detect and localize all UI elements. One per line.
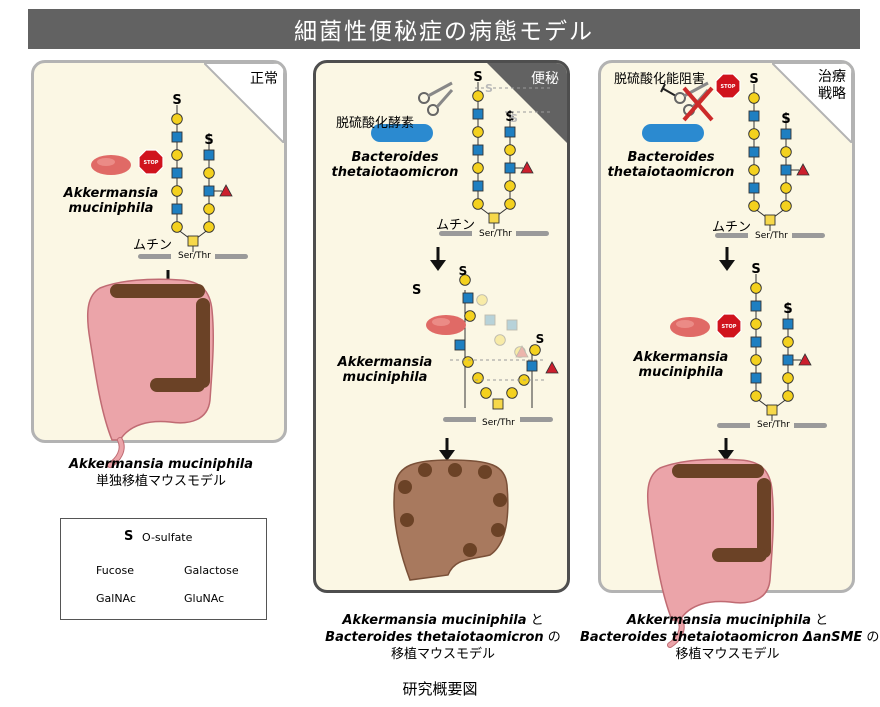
species-line2: thetaiotaomicron xyxy=(331,165,459,180)
akkermansia-label-constipation: Akkermansia muciniphila xyxy=(330,355,440,385)
corner-tab-constipation xyxy=(487,63,567,143)
ser-thr-label-treatment-2: Ser/Thr xyxy=(757,420,790,430)
caption-treatment: Akkermansia muciniphila と Bacteroides th… xyxy=(580,612,879,663)
species-line2: muciniphila xyxy=(638,365,724,380)
down-arrow-5 xyxy=(718,438,734,461)
enzyme-label: 脱硫酸化酵素 xyxy=(336,116,415,131)
corner-label-constipation: 便秘 xyxy=(531,71,559,87)
stop-text-treatment: STOP xyxy=(722,324,737,330)
down-arrow-4 xyxy=(719,247,735,271)
akkermansia-cell-normal xyxy=(91,155,131,175)
akkermansia-cell-constipation xyxy=(426,315,466,335)
legend-sulfate-symbol: S xyxy=(124,529,134,544)
mucin-treatment-bottom xyxy=(717,262,827,430)
corner-label-line1: 治療 xyxy=(818,69,846,85)
svg-text:S: S xyxy=(459,264,468,278)
caption-particle-1: と xyxy=(810,613,829,628)
bacteroides-cell-constipation xyxy=(371,124,433,142)
caption-particle-2: の xyxy=(543,630,561,645)
colon-normal xyxy=(88,279,214,465)
caption-particle-1: と xyxy=(526,613,544,628)
legend-box: S O-sulfate Fucose Galactose GalNAc GluN… xyxy=(60,518,267,620)
caption-species-1: Akkermansia muciniphila xyxy=(342,613,527,628)
caption-constipation: Akkermansia muciniphila と Bacteroides th… xyxy=(303,612,583,663)
ser-thr-label-constipation: Ser/Thr xyxy=(479,229,512,239)
colon-treatment xyxy=(648,459,774,645)
stop-sign-treatment: STOP xyxy=(716,313,742,339)
stop-sign-normal: STOP xyxy=(138,149,164,175)
svg-text:S: S xyxy=(536,332,545,346)
bacteroides-cell-treatment xyxy=(642,124,704,142)
inhibitor-label: 脱硫酸化能阻害 xyxy=(614,72,706,87)
free-sulfate-label: S xyxy=(412,283,422,298)
ser-thr-label-treatment: Ser/Thr xyxy=(755,231,788,241)
species-line2: muciniphila xyxy=(68,201,154,216)
species-line2: muciniphila xyxy=(342,370,428,385)
akkermansia-cell-treatment xyxy=(670,317,710,337)
mucin-label-constipation: ムチン xyxy=(436,218,476,233)
corner-label-normal: 正常 xyxy=(250,71,278,87)
figure-footer: 研究概要図 xyxy=(402,680,478,698)
legend-fucose-label: Fucose xyxy=(96,564,134,577)
caption-normal: Akkermansia muciniphila 単独移植マウスモデル xyxy=(31,456,291,490)
mucin-label-normal: ムチン xyxy=(133,238,173,253)
corner-label-line2: 戦略 xyxy=(818,86,846,102)
colon-constipation xyxy=(393,459,509,581)
ser-thr-label-normal: Ser/Thr xyxy=(178,251,211,261)
legend-glunac-label: GluNAc xyxy=(184,592,225,605)
legend-galactose-label: Galactose xyxy=(184,564,239,577)
species-line1: Bacteroides xyxy=(627,150,715,165)
stop-sign-treatment-top: STOP xyxy=(715,73,741,99)
mucin-constipation-degraded: S S xyxy=(443,264,559,424)
stop-text: STOP xyxy=(144,160,159,166)
species-line1: Akkermansia xyxy=(337,355,433,370)
species-line2: thetaiotaomicron xyxy=(607,165,735,180)
species-line1: Akkermansia xyxy=(63,186,159,201)
corner-label-treatment: 治療 戦略 xyxy=(818,69,846,103)
species-line1: Bacteroides xyxy=(351,150,439,165)
akkermansia-label-treatment: Akkermansia muciniphila xyxy=(626,350,736,380)
down-arrow-2 xyxy=(430,247,446,271)
species-line1: Akkermansia xyxy=(633,350,729,365)
akkermansia-label-normal: Akkermansia muciniphila xyxy=(56,186,166,216)
stop-text-treatment-top: STOP xyxy=(721,84,736,90)
page-title: 細菌性便秘症の病態モデル xyxy=(28,9,860,49)
legend-galnac-label: GalNAc xyxy=(96,592,136,605)
svg-text:S: S xyxy=(510,112,518,125)
ser-thr-label-constipation-2: Ser/Thr xyxy=(482,418,515,428)
mucin-constipation-top: S S xyxy=(439,70,550,238)
caption-model: 移植マウスモデル xyxy=(390,647,495,662)
scissors-icon xyxy=(418,81,454,116)
inhibitor-bar-icon xyxy=(660,83,677,97)
caption-model: 単独移植マウスモデル xyxy=(95,474,226,489)
mucin-label-treatment: ムチン xyxy=(712,220,752,235)
bacteroides-label-constipation: Bacteroides thetaiotaomicron xyxy=(330,150,460,180)
caption-particle-2: の xyxy=(862,630,880,645)
caption-model: 移植マウスモデル xyxy=(675,647,780,662)
caption-species-2: Bacteroides thetaiotaomicron xyxy=(325,630,544,645)
caption-species: Akkermansia muciniphila xyxy=(68,457,254,472)
caption-species-1: Akkermansia muciniphila xyxy=(626,613,811,628)
scissors-crossed-icon xyxy=(674,81,714,122)
corner-tab-treatment xyxy=(772,63,852,143)
bacteroides-label-treatment: Bacteroides thetaiotaomicron xyxy=(606,150,736,180)
corner-tab-normal xyxy=(204,63,284,143)
down-arrow-3 xyxy=(439,438,455,461)
legend-sulfate-label: O-sulfate xyxy=(142,531,193,544)
svg-text:S: S xyxy=(485,82,493,95)
caption-species-2: Bacteroides thetaiotaomicron ΔanSME xyxy=(580,630,863,645)
